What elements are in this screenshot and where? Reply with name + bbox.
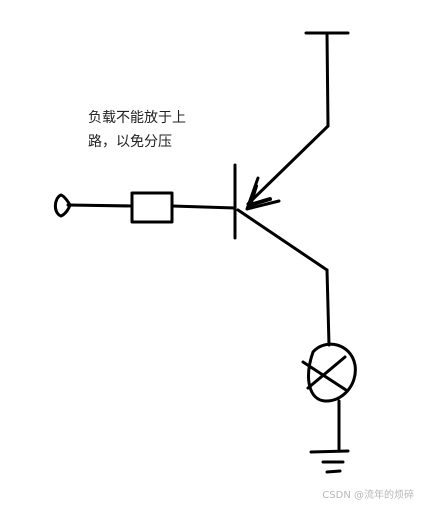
input-wire-left xyxy=(66,203,134,208)
ground-bar-3 xyxy=(325,469,342,474)
input-terminal-icon xyxy=(53,193,72,218)
ground-bar-1 xyxy=(309,449,350,454)
collector-wire-vertical xyxy=(325,268,331,347)
note-text: 负载不能放于上 路，以免分压 xyxy=(88,106,218,154)
emitter-line xyxy=(246,124,330,206)
base-resistor xyxy=(130,191,174,224)
note-line-2: 路，以免分压 xyxy=(88,134,172,150)
supply-wire-vertical xyxy=(325,31,330,128)
lamp-load-icon xyxy=(307,342,357,403)
lamp-cross-b xyxy=(306,355,347,390)
watermark: CSDN @流年的烦碎 xyxy=(322,490,414,501)
input-wire-right xyxy=(170,204,237,210)
collector-line xyxy=(236,208,329,272)
emitter-arrow-fill xyxy=(248,184,272,207)
note-line-1: 负载不能放于上 xyxy=(88,110,186,126)
